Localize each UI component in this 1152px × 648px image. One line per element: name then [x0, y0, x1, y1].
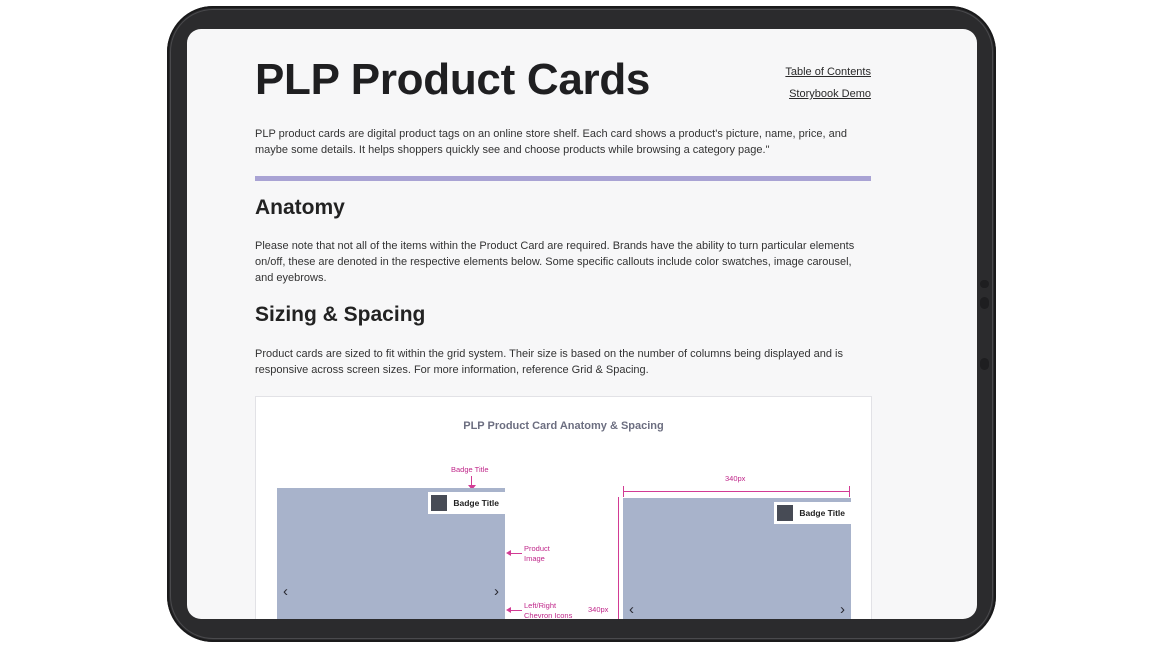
page-title: PLP Product Cards	[255, 55, 651, 104]
chevron-right-icon[interactable]: ›	[840, 601, 845, 618]
badge-icon	[431, 495, 448, 511]
chevron-callout-line	[509, 610, 522, 611]
height-label: 340px	[588, 605, 609, 614]
chevron-callout-arrowhead	[506, 607, 511, 613]
width-dimension-line	[623, 491, 850, 492]
right-card-product-image: Badge Title ‹ ›	[623, 498, 851, 619]
image-callout-arrowhead	[506, 550, 511, 556]
left-card-product-image: Badge Title ‹ ›	[277, 488, 505, 619]
storybook-demo-link[interactable]: Storybook Demo	[789, 88, 871, 100]
anatomy-heading: Anatomy	[255, 196, 345, 219]
width-dimension-tick-left	[623, 486, 624, 497]
figure-title: PLP Product Card Anatomy & Spacing	[463, 420, 664, 432]
badge-callout-arrow	[471, 476, 472, 487]
chevron-callout: Left/Right Chevron Icons	[524, 601, 573, 619]
badge-callout-arrowhead	[468, 485, 476, 490]
table-of-contents-link[interactable]: Table of Contents	[785, 66, 871, 78]
chevron-right-icon[interactable]: ›	[494, 583, 499, 600]
left-card-badge-label: Badge Title	[453, 498, 499, 508]
chevron-left-icon[interactable]: ‹	[629, 601, 634, 618]
width-label: 340px	[725, 474, 746, 483]
sizing-paragraph: Product cards are sized to fit within th…	[255, 348, 843, 376]
sizing-heading: Sizing & Spacing	[255, 303, 426, 326]
left-card-badge: Badge Title	[428, 492, 505, 514]
image-callout: Product Image	[524, 544, 550, 563]
right-card-badge: Badge Title	[774, 502, 851, 524]
right-card-badge-label: Badge Title	[799, 508, 845, 518]
anatomy-figure: PLP Product Card Anatomy & Spacing Badge…	[255, 396, 872, 619]
intro-paragraph: PLP product cards are digital product ta…	[255, 128, 847, 156]
height-dimension-line	[618, 497, 619, 619]
volume-button	[980, 297, 989, 309]
width-dimension-tick-right	[849, 486, 850, 497]
section-divider	[255, 176, 871, 181]
badge-icon	[777, 505, 794, 521]
side-button	[980, 358, 989, 370]
badge-callout: Badge Title	[451, 465, 489, 474]
image-callout-line	[509, 553, 522, 554]
anatomy-paragraph: Please note that not all of the items wi…	[255, 240, 855, 284]
page-links: Table of Contents Storybook Demo	[785, 66, 871, 110]
chevron-left-icon[interactable]: ‹	[283, 583, 288, 600]
browser-screen: PLP Product Cards Table of Contents Stor…	[187, 29, 977, 619]
camera-dot	[980, 280, 989, 288]
